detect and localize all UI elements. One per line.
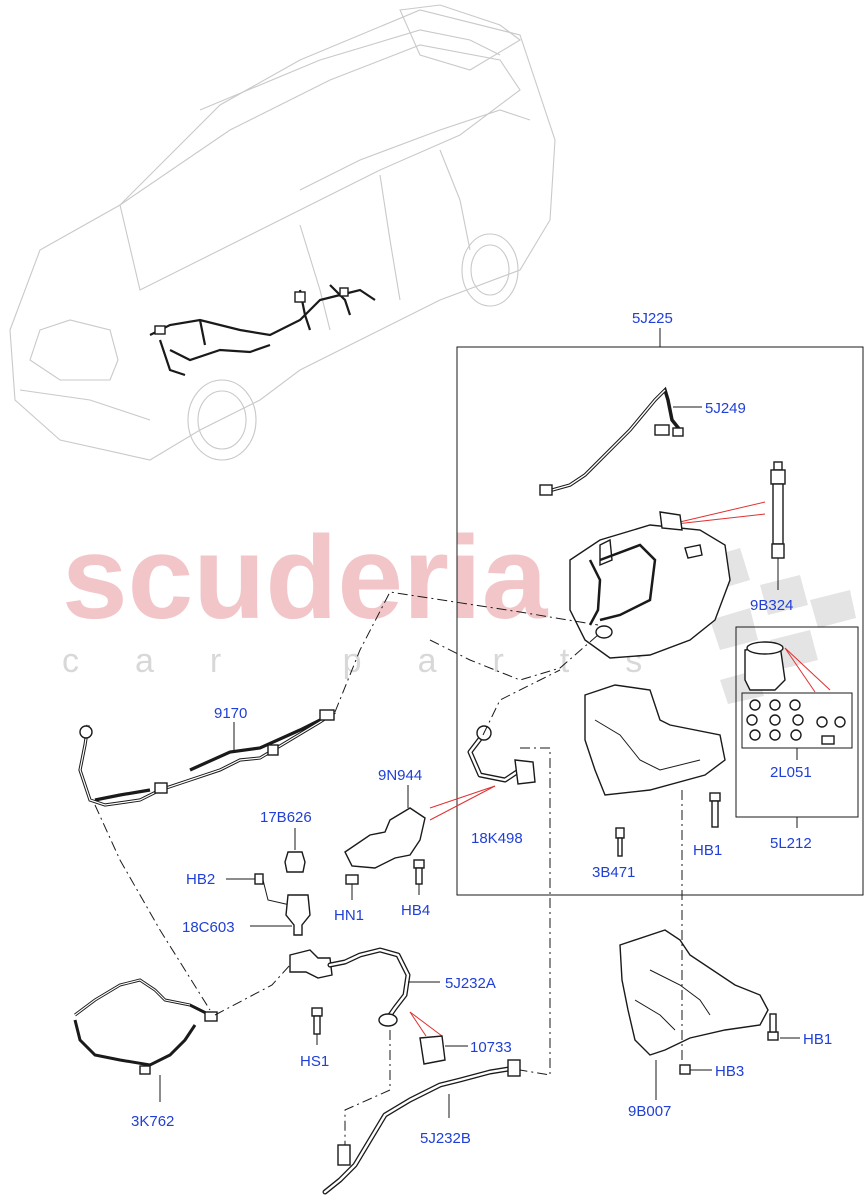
callout-10733[interactable]: 10733: [470, 1039, 512, 1056]
part-9170-harness: [78, 709, 336, 807]
part-3b471-bolt: [615, 827, 625, 857]
part-9n944-bracket: [344, 807, 426, 869]
part-9b007-shield: [619, 929, 769, 1056]
callout-hn1[interactable]: HN1: [334, 907, 364, 924]
watermark: scuderia car parts: [62, 512, 856, 704]
part-18k498-hose: [467, 725, 536, 785]
part-3k762-harness: [73, 978, 218, 1075]
callout-17b626[interactable]: 17B626: [260, 809, 312, 826]
part-heat-shield: [584, 684, 726, 796]
callout-hb1-lower[interactable]: HB1: [803, 1031, 832, 1048]
connection-lines: [94, 591, 683, 1145]
callout-3b471[interactable]: 3B471: [592, 864, 635, 881]
callout-5j232b[interactable]: 5J232B: [420, 1130, 471, 1147]
callout-5l212[interactable]: 5L212: [770, 835, 812, 852]
callout-2l051[interactable]: 2L051: [770, 764, 812, 781]
callout-5j232a[interactable]: 5J232A: [445, 975, 496, 992]
callout-hs1[interactable]: HS1: [300, 1053, 329, 1070]
part-hb4-bolt: [413, 859, 425, 895]
part-hb2-bolt: [226, 873, 291, 906]
vehicle-harness: [149, 284, 376, 377]
part-hb1-bolt-upper: [709, 792, 721, 828]
callout-9170[interactable]: 9170: [214, 705, 247, 722]
part-hn1-nut: [345, 874, 359, 900]
part-hs1-stud: [311, 1007, 323, 1045]
part-hb3-bolt: [679, 1064, 712, 1075]
callout-5j249[interactable]: 5J249: [705, 400, 746, 417]
part-18c603-valve: [250, 894, 311, 936]
callout-3k762[interactable]: 3K762: [131, 1113, 174, 1130]
callout-hb4[interactable]: HB4: [401, 902, 430, 919]
part-10733-clip: [419, 1035, 468, 1065]
part-tank: [569, 511, 731, 659]
watermark-tagline: car parts: [62, 642, 698, 680]
callout-hb3[interactable]: HB3: [715, 1063, 744, 1080]
part-5j232b-pipe: [322, 1059, 521, 1195]
part-5j232a-pipe: [289, 947, 411, 1027]
vehicle-outline: [9, 4, 556, 461]
callout-9b324[interactable]: 9B324: [750, 597, 793, 614]
callout-18k498[interactable]: 18K498: [471, 830, 523, 847]
callout-hb1-upper[interactable]: HB1: [693, 842, 722, 859]
callout-5j225[interactable]: 5J225: [632, 310, 673, 327]
callout-9n944[interactable]: 9N944: [378, 767, 422, 784]
part-9b324-sensor: [770, 461, 786, 590]
part-hb1-bolt-lower: [767, 1013, 800, 1041]
callout-18c603[interactable]: 18C603: [182, 919, 235, 936]
callout-hb2[interactable]: HB2: [186, 871, 215, 888]
part-2l051-fixings: [746, 699, 846, 745]
watermark-brand: scuderia: [62, 512, 549, 644]
part-5j249-harness: [539, 386, 684, 496]
part-cap: [744, 641, 831, 693]
part-17b626-grommet: [284, 828, 306, 873]
callout-9b007[interactable]: 9B007: [628, 1103, 671, 1120]
